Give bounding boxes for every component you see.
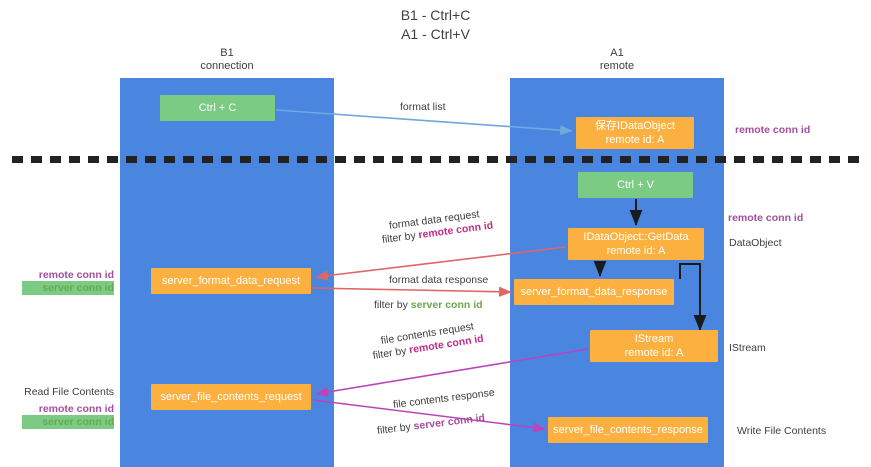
box-idataobject-getdata[interactable]: IDataObject::GetData remote id: A	[568, 228, 704, 260]
arrow-format-data-response	[311, 286, 512, 297]
side-label-istream: IStream	[729, 342, 766, 354]
box-server-format-data-request[interactable]: server_format_data_request	[151, 268, 311, 294]
edge-label-file-contents-response-text: file contents response	[392, 386, 496, 412]
edge-label-format-data-response: format data response	[389, 273, 488, 287]
box-save-idataobject-line1: 保存IDataObject	[594, 120, 676, 132]
edge-label-format-data-response-filter: filter by server conn id	[374, 298, 483, 312]
box-getdata-line2: remote id: A	[606, 245, 666, 257]
filter-prefix: filter by	[374, 299, 411, 311]
side-label-remote-conn-id-top: remote conn id	[735, 124, 811, 136]
box-save-idataobject-line2: remote id: A	[605, 134, 665, 146]
side-label-left-server-conn-id-mid: server conn id	[22, 281, 114, 295]
side-label-dataobject: DataObject	[729, 237, 782, 249]
side-label-left-remote-conn-id-bot: remote conn id	[38, 403, 114, 415]
lane-header-a1-role: remote	[599, 60, 635, 72]
box-ctrl-c[interactable]: Ctrl + C	[160, 95, 275, 121]
edge-label-format-data-response-text: format data response	[389, 274, 489, 286]
filter-prefix: filter by	[376, 420, 415, 438]
box-server-file-contents-request-label: server_file_contents_request	[160, 391, 302, 403]
box-server-format-data-response-label: server_format_data_response	[520, 286, 668, 298]
lane-header-a1-name: A1	[610, 47, 624, 59]
edge-label-format-list: format list	[400, 100, 446, 114]
box-getdata-line1: IDataObject::GetData	[583, 231, 689, 243]
edge-label-file-contents-response-filter: filter by server conn id	[376, 411, 485, 438]
box-save-idataobject[interactable]: 保存IDataObject remote id: A	[576, 117, 694, 149]
lane-header-b1-role: connection	[200, 60, 254, 72]
box-istream-line1: IStream	[634, 333, 674, 345]
edge-label-format-list-text: format list	[400, 101, 446, 113]
side-label-left-server-conn-id-bot: server conn id	[22, 415, 114, 429]
box-ctrl-c-label: Ctrl + C	[198, 102, 237, 114]
box-server-format-data-request-label: server_format_data_request	[161, 275, 301, 287]
lane-header-a1: A1 remote	[510, 47, 724, 73]
box-istream-line2: remote id: A	[624, 347, 684, 359]
box-ctrl-v-label: Ctrl + V	[617, 179, 654, 191]
filter-prefix: filter by	[371, 344, 411, 363]
filter-key-server-conn-id: server conn id	[412, 411, 486, 433]
title-line-2: A1 - Ctrl+V	[401, 26, 470, 42]
diagram-title: B1 - Ctrl+C A1 - Ctrl+V	[0, 6, 871, 44]
box-server-format-data-response[interactable]: server_format_data_response	[514, 279, 674, 305]
phase-divider	[12, 156, 859, 163]
side-label-read-file-contents: Read File Contents	[24, 386, 114, 398]
filter-prefix: filter by	[381, 229, 420, 247]
side-label-left-remote-conn-id-mid: remote conn id	[38, 269, 114, 281]
box-ctrl-v[interactable]: Ctrl + V	[578, 172, 693, 198]
side-label-remote-conn-id-mid: remote conn id	[728, 212, 804, 224]
box-server-file-contents-request[interactable]: server_file_contents_request	[151, 384, 311, 410]
title-line-1: B1 - Ctrl+C	[400, 7, 471, 23]
box-server-file-contents-response-label: server_file_contents_response	[553, 424, 703, 436]
box-server-file-contents-response[interactable]: server_file_contents_response	[548, 417, 708, 443]
filter-key-server-conn-id: server conn id	[410, 299, 483, 311]
side-label-write-file-contents: Write File Contents	[737, 425, 827, 437]
lane-header-b1: B1 connection	[120, 47, 334, 73]
lane-header-b1-name: B1	[220, 47, 234, 59]
edge-label-file-contents-response: file contents response	[392, 386, 495, 412]
box-istream[interactable]: IStream remote id: A	[590, 330, 718, 362]
